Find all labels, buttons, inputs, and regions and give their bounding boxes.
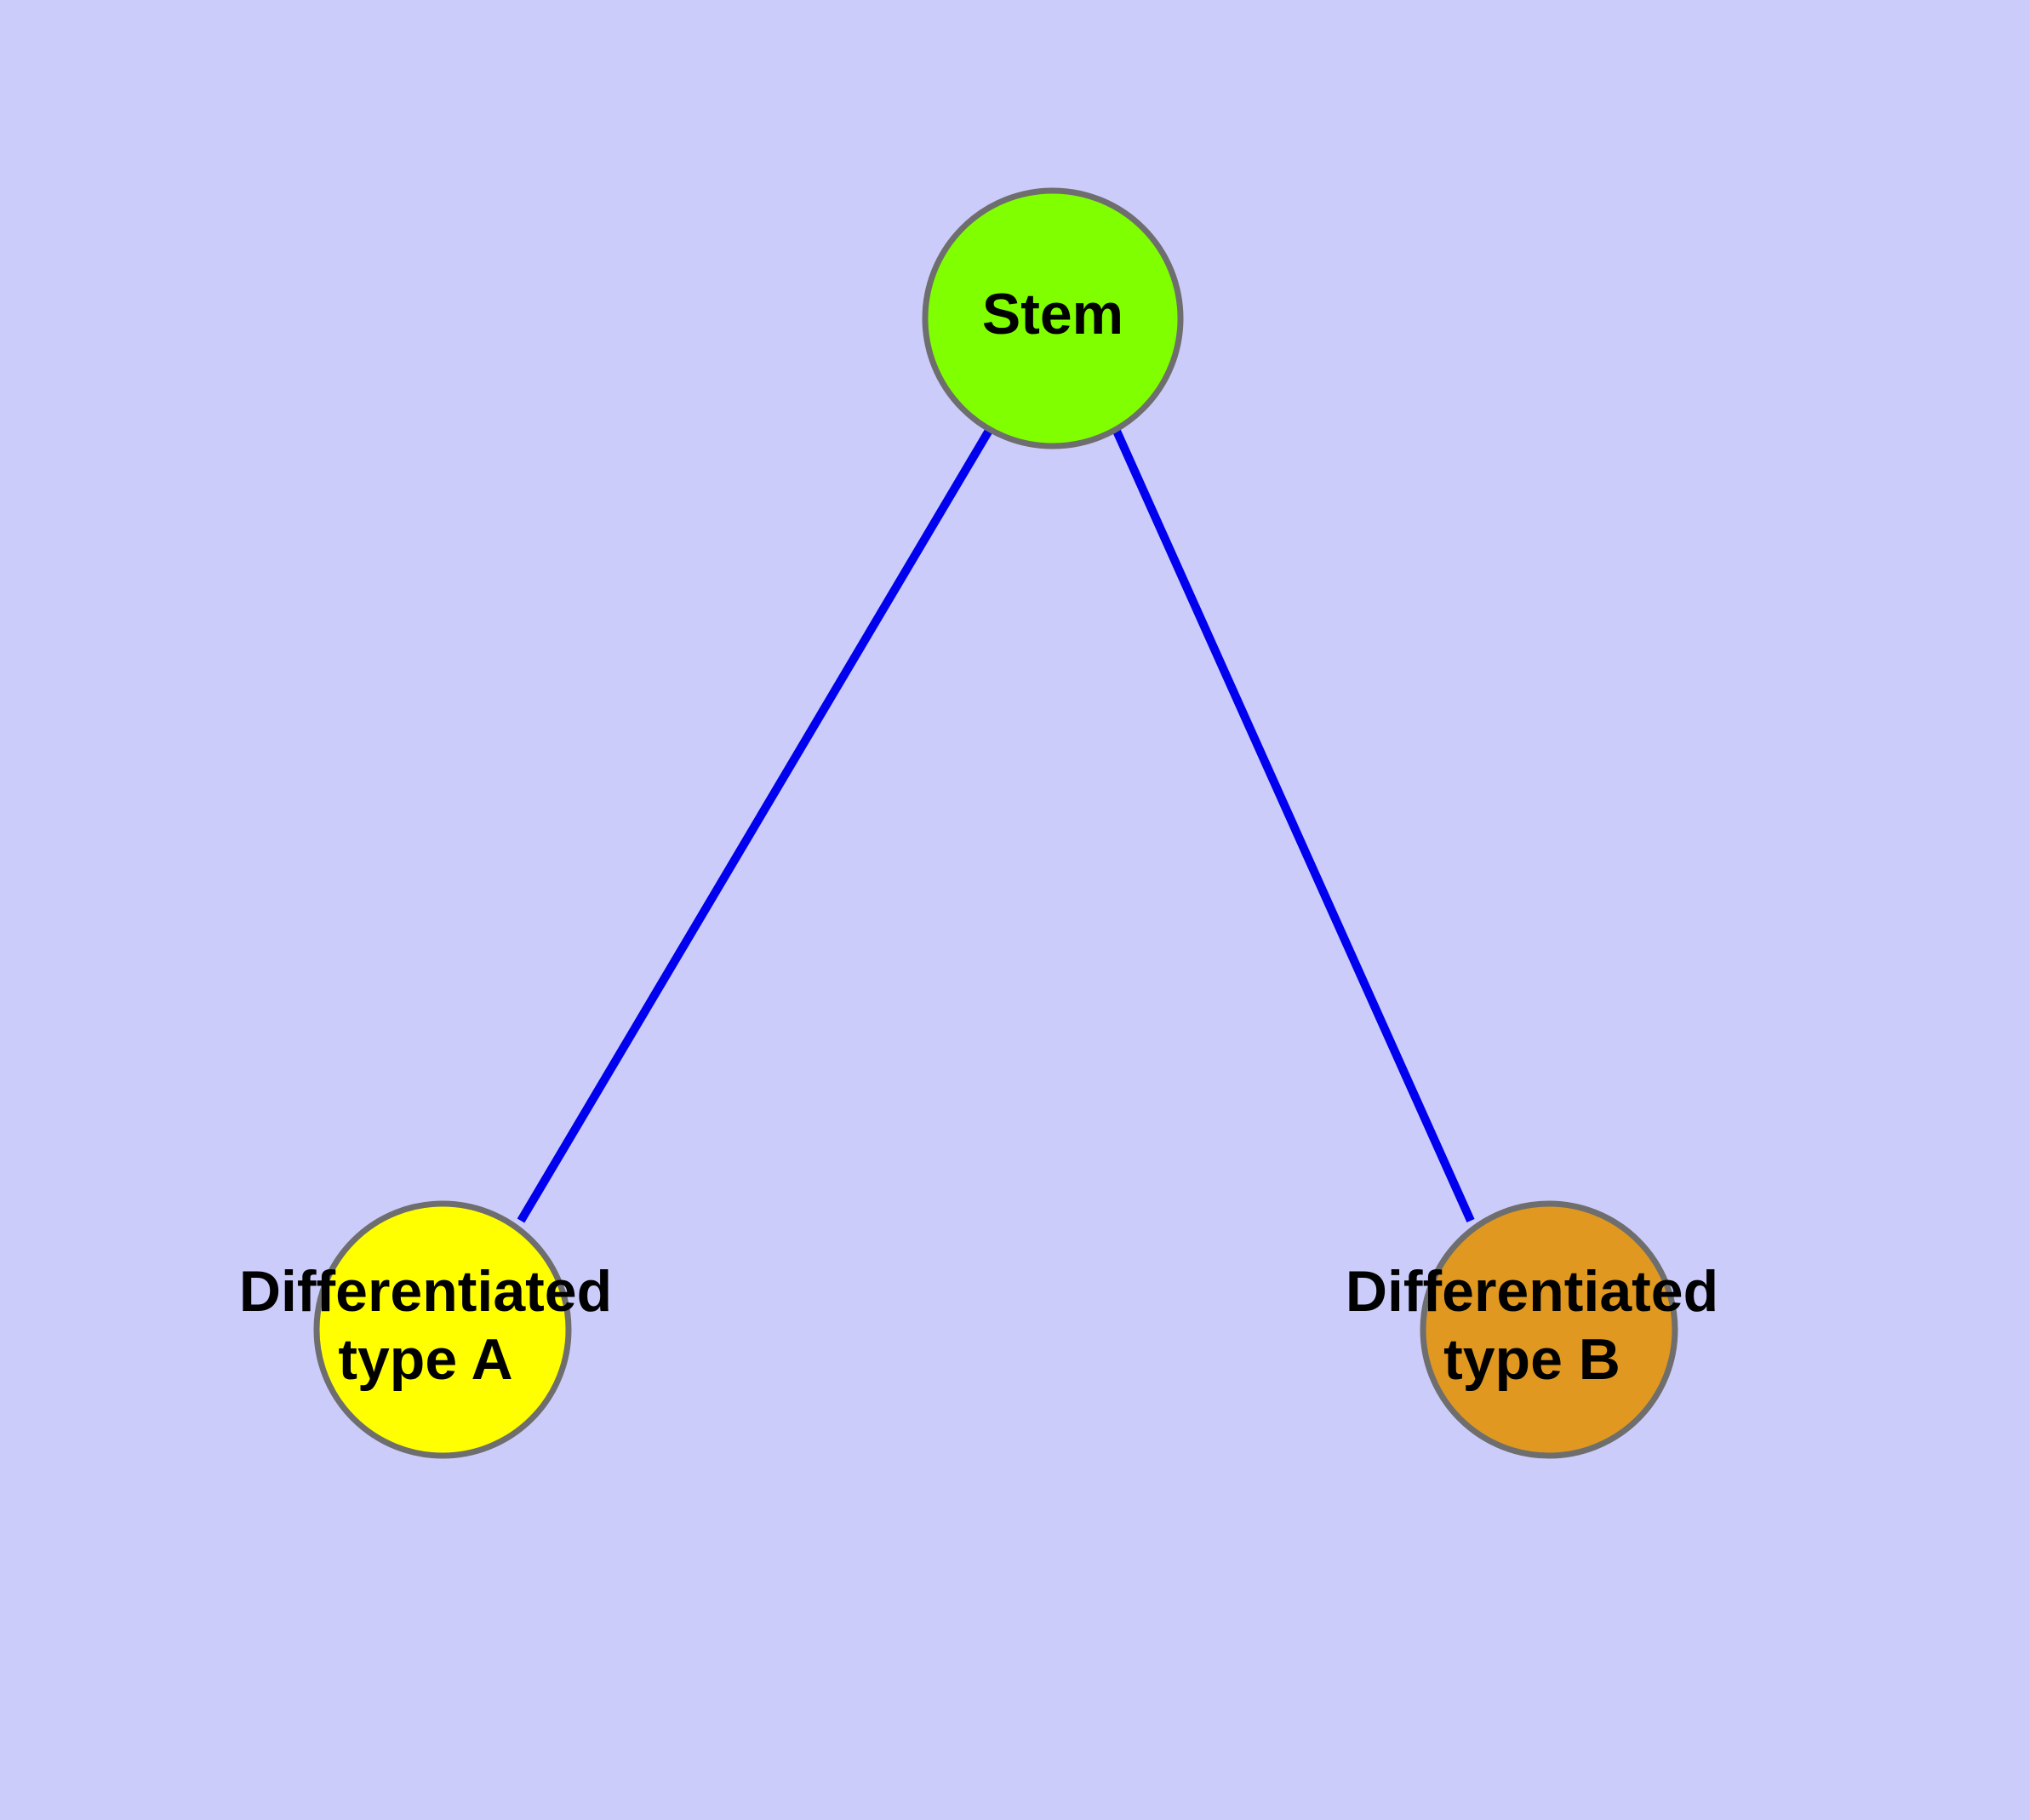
graph-node-label-line: Differentiated xyxy=(239,1259,612,1324)
nodes-group xyxy=(313,187,1678,1459)
graph-node-label-line: type B xyxy=(1443,1327,1620,1392)
graph-node-diff_a[interactable] xyxy=(313,1200,572,1459)
graph-edge-stem-to-diff_b[interactable] xyxy=(1112,426,1475,1223)
graph-edge-stem-to-diff_a[interactable] xyxy=(517,426,994,1223)
graph-node-label-line: Stem xyxy=(982,282,1123,346)
graph-node-label-stem: Stem xyxy=(982,282,1123,346)
graph-node-label-line: Differentiated xyxy=(1346,1259,1718,1324)
graph-node-stem[interactable] xyxy=(922,187,1184,449)
edges-group xyxy=(517,426,1475,1223)
graph-node-diff_b[interactable] xyxy=(1420,1200,1678,1459)
graph-node-label-line: type A xyxy=(338,1327,512,1392)
